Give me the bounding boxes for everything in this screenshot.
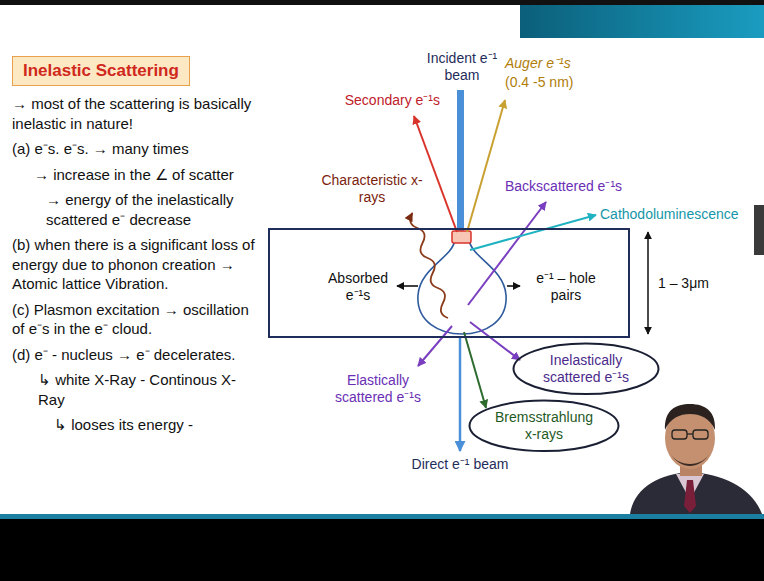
emission-label: Auger e⁻¹s (505, 55, 571, 72)
handwritten-note: ↳ looses its energy - (54, 415, 262, 435)
circled-label: Inelastically scattered e⁻¹s (512, 342, 660, 396)
hand-ellipse-outline (514, 344, 659, 395)
auger-arrow (467, 100, 505, 232)
slide-title: Inelastic Scattering (12, 56, 190, 86)
emission-label: Characteristic x-rays (320, 172, 424, 206)
specimen-box: Absorbed e⁻¹s e⁻¹ – hole pairs (268, 228, 630, 338)
direct-beam (459, 338, 462, 451)
handwritten-note: → most of the scattering is basically in… (12, 94, 262, 133)
elastic-arrow (418, 326, 452, 366)
emission-label: Cathodoluminescence (600, 206, 739, 223)
range-label: (0.4 -5 nm) (505, 74, 573, 91)
side-tab (754, 205, 764, 255)
beam-label: Direct e⁻¹ beam (405, 456, 515, 473)
thickness-arrow (647, 232, 649, 334)
art-part (693, 430, 708, 439)
emission-label: Secondary e⁻¹s (318, 92, 440, 109)
art-part (665, 404, 715, 430)
notes-column: → most of the scattering is basically in… (12, 94, 262, 441)
interaction-volume (418, 240, 506, 334)
circled-label: Bremsstrahlung x-rays (468, 399, 620, 453)
handwritten-note: (b) when there is a significant loss of … (12, 235, 262, 294)
dimension-label: 1 – 3μm (658, 275, 709, 292)
handwritten-note: (c) Plasmon excitation → oscillation of … (12, 300, 262, 339)
handwritten-note: ↳ white X-Ray - Continous X-Ray (38, 370, 262, 409)
beam-spot (452, 231, 471, 243)
handwritten-note: → increase in the ∠ of scatter (34, 165, 262, 185)
art-part (630, 472, 762, 514)
top-bar (0, 0, 764, 5)
specimen-label: Absorbed e⁻¹s (320, 270, 396, 304)
art-part (684, 480, 696, 513)
circled-text: Bremsstrahlung x-rays (492, 409, 596, 443)
footer-bar (0, 519, 764, 581)
specimen-label: e⁻¹ – hole pairs (524, 270, 608, 304)
beam-label: Incident e⁻¹ beam (422, 50, 502, 84)
circled-text: Inelastically scattered e⁻¹s (536, 352, 636, 386)
emission-label: Elastically scattered e⁻¹s (326, 372, 430, 406)
cathodo-arrow (470, 215, 596, 250)
brems-arrow (464, 332, 486, 408)
art-part (672, 430, 687, 439)
backscatter-arrow (468, 202, 546, 305)
handwritten-note: → energy of the inelastically scattered … (46, 190, 262, 229)
hand-ellipse-outline (470, 401, 619, 452)
emission-label: Backscattered e⁻¹s (505, 178, 622, 195)
hole-arrow (507, 285, 520, 287)
header-band (520, 5, 764, 38)
art-part (687, 433, 693, 434)
absorbed-arrow (397, 285, 418, 287)
incident-beam (457, 90, 464, 232)
handwritten-note: (a) e⁻s. e⁻s. → many times (12, 139, 262, 159)
footer-line (0, 514, 764, 519)
handwritten-note: (d) e⁻ - nucleus → e⁻ decelerates. (12, 345, 262, 365)
presenter (630, 404, 762, 514)
inelastic-arrow (470, 322, 520, 360)
art-part (670, 452, 710, 466)
